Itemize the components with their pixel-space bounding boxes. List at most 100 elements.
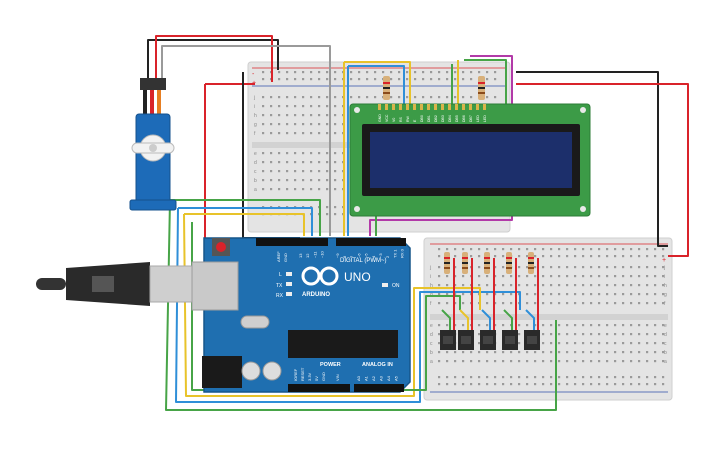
breadboard-hole (550, 275, 553, 278)
breadboard-hole (326, 105, 329, 108)
breadboard-hole (638, 342, 641, 345)
breadboard-hole (454, 255, 457, 258)
breadboard-hole (398, 71, 401, 74)
breadboard-hole (526, 255, 529, 258)
breadboard-hole (590, 360, 593, 363)
breadboard-hole (630, 248, 633, 251)
breadboard-hole (294, 114, 297, 117)
breadboard-hole (286, 179, 289, 182)
breadboard-hole (326, 132, 329, 135)
breadboard-hole (262, 96, 265, 99)
breadboard-hole (470, 78, 473, 81)
breadboard-hole (566, 383, 569, 386)
resistor-band (383, 82, 390, 84)
pushbutton-cap[interactable] (483, 336, 493, 344)
breadboard-hole (590, 342, 593, 345)
power-header (288, 384, 350, 392)
pushbutton-cap[interactable] (443, 336, 453, 344)
breadboard-hole (278, 123, 281, 126)
breadboard-hole (606, 284, 609, 287)
breadboard-hole (502, 302, 505, 305)
breadboard-hole (630, 284, 633, 287)
breadboard-hole (422, 71, 425, 74)
breadboard-hole (614, 275, 617, 278)
breadboard-hole (270, 114, 273, 117)
right-breadboard-components (440, 252, 540, 350)
breadboard-hole (542, 266, 545, 269)
breadboard-hole (262, 71, 265, 74)
on-label: ON (392, 283, 400, 289)
lcd-pin-label: DB3 (441, 115, 445, 122)
on-led (382, 283, 388, 287)
breadboard-hole (630, 324, 633, 327)
breadboard-hole (654, 275, 657, 278)
resistor-band (478, 87, 485, 89)
lcd-pin-label: E (413, 119, 417, 122)
breadboard-hole (662, 302, 665, 305)
usb-port (191, 261, 239, 311)
breadboard-hole (582, 275, 585, 278)
breadboard-hole (414, 96, 417, 99)
lcd-pin (406, 104, 409, 110)
pushbutton-cap[interactable] (527, 336, 537, 344)
arduino-model: UNO (344, 270, 371, 284)
breadboard-hole (646, 383, 649, 386)
breadboard-hole (502, 351, 505, 354)
row-letter: b (430, 350, 433, 356)
reset-button-cap[interactable] (216, 242, 226, 252)
breadboard-hole (566, 248, 569, 251)
breadboard-hole (638, 302, 641, 305)
breadboard-hole (542, 284, 545, 287)
lcd-pin (385, 104, 388, 110)
row-letter: d (254, 160, 257, 166)
breadboard-hole (270, 188, 273, 191)
breadboard-hole (318, 105, 321, 108)
breadboard-hole (334, 152, 337, 155)
breadboard-hole (598, 333, 601, 336)
breadboard-hole (526, 284, 529, 287)
breadboard-hole (286, 105, 289, 108)
breadboard-hole (566, 376, 569, 379)
row-letter: c (254, 169, 257, 175)
breadboard-hole (326, 213, 329, 216)
power-label: POWER (320, 362, 341, 368)
row-letter: j (429, 265, 431, 271)
breadboard-hole (614, 248, 617, 251)
breadboard-hole (654, 333, 657, 336)
breadboard-hole (590, 324, 593, 327)
lcd-pin (448, 104, 451, 110)
breadboard-hole (630, 302, 633, 305)
breadboard-hole (542, 324, 545, 327)
breadboard-hole (278, 96, 281, 99)
breadboard-hole (278, 114, 281, 117)
pushbutton-cap[interactable] (505, 336, 515, 344)
resistor-band (444, 262, 450, 264)
breadboard-hole (334, 170, 337, 173)
breadboard-hole (614, 383, 617, 386)
breadboard-hole (654, 383, 657, 386)
breadboard-hole (270, 161, 273, 164)
row-letter: j (663, 265, 665, 271)
breadboard-hole (526, 302, 529, 305)
breadboard-hole (326, 152, 329, 155)
breadboard-hole (286, 188, 289, 191)
servo-flange (129, 199, 177, 211)
breadboard-hole (438, 360, 441, 363)
breadboard-hole (494, 96, 497, 99)
breadboard-hole (518, 266, 521, 269)
breadboard-hole (630, 255, 633, 258)
pushbutton-cap[interactable] (461, 336, 471, 344)
wire-servo-signal (161, 45, 331, 236)
breadboard-hole (598, 383, 601, 386)
breadboard-hole (310, 71, 313, 74)
breadboard-hole (654, 324, 657, 327)
breadboard-hole (334, 114, 337, 117)
breadboard-hole (542, 293, 545, 296)
breadboard-hole (574, 360, 577, 363)
resistor-band (462, 257, 468, 259)
lcd-pin-label: DB0 (420, 115, 424, 122)
breadboard-hole (286, 96, 289, 99)
breadboard-hole (534, 248, 537, 251)
breadboard-hole (646, 302, 649, 305)
breadboard-hole (582, 248, 585, 251)
